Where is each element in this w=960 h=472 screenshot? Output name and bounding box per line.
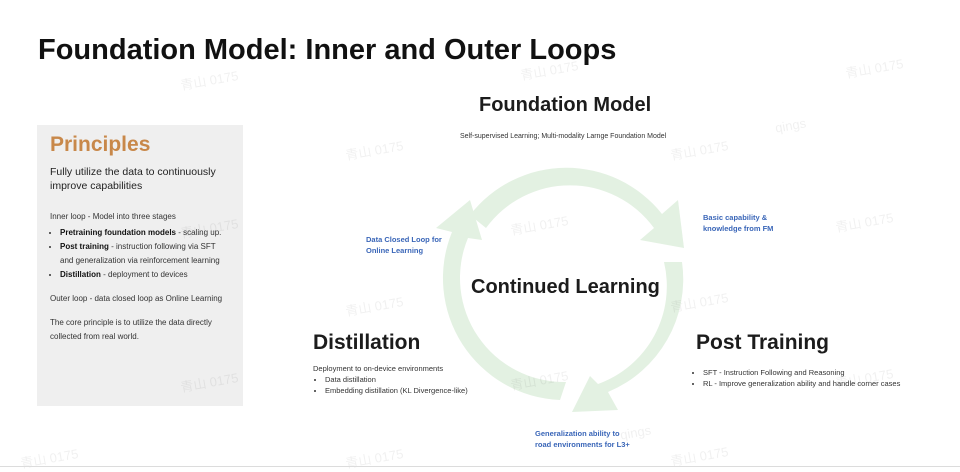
distillation-desc: Deployment to on-device environments <box>313 364 444 373</box>
edge-label-top-left: Data Closed Loop for Online Learning <box>366 235 442 255</box>
list-item: Distillation - deployment to devices <box>60 268 231 282</box>
list-item: Post training - instruction following vi… <box>60 240 231 268</box>
arrow-right <box>572 262 684 412</box>
distillation-notes: Deployment to on-device environments Dat… <box>313 363 493 396</box>
arrow-top <box>470 167 684 248</box>
item-text: - deployment to devices <box>100 270 188 279</box>
core-principle-text: The core principle is to utilize the dat… <box>50 318 212 341</box>
list-item: Embedding distillation (KL Divergence-li… <box>325 385 493 396</box>
edge-label-top-right: Basic capability & knowledge from FM <box>703 213 774 233</box>
distillation-title: Distillation <box>313 331 421 354</box>
inner-loop-list: Pretraining foundation models - scaling … <box>50 226 231 282</box>
item-text: - scaling up. <box>176 228 222 237</box>
arrow-left <box>436 200 566 400</box>
list-item: RL - Improve generalization ability and … <box>703 378 931 389</box>
center-label: Continued Learning <box>471 276 660 298</box>
item-bold: Pretraining foundation models <box>60 228 177 237</box>
list-item: Data distillation <box>325 374 493 385</box>
outer-loop-text: Outer loop - data closed loop as Online … <box>50 294 223 303</box>
foundation-model-desc: Self-supervised Learning; Multi-modality… <box>460 133 667 140</box>
page-title: Foundation Model: Inner and Outer Loops <box>38 34 617 66</box>
foundation-model-title: Foundation Model <box>479 94 652 116</box>
item-text: - instruction following via SFT and gene… <box>60 242 220 265</box>
edge-label-bottom: Generalization ability to road environme… <box>535 429 630 449</box>
list-item: Pretraining foundation models - scaling … <box>60 226 231 240</box>
inner-loop-intro: Inner loop - Model into three stages <box>50 212 176 221</box>
list-item: SFT - Instruction Following and Reasonin… <box>703 367 931 378</box>
item-bold: Post training <box>60 242 109 251</box>
principles-heading: Principles <box>50 133 151 156</box>
principles-panel: Principles Fully utilize the data to con… <box>37 125 243 406</box>
post-training-notes: SFT - Instruction Following and Reasonin… <box>691 367 931 389</box>
item-bold: Distillation <box>60 270 101 279</box>
bottom-divider <box>0 466 960 467</box>
principles-subtitle: Fully utilize the data to continuously i… <box>50 166 216 192</box>
post-training-title: Post Training <box>696 331 830 354</box>
